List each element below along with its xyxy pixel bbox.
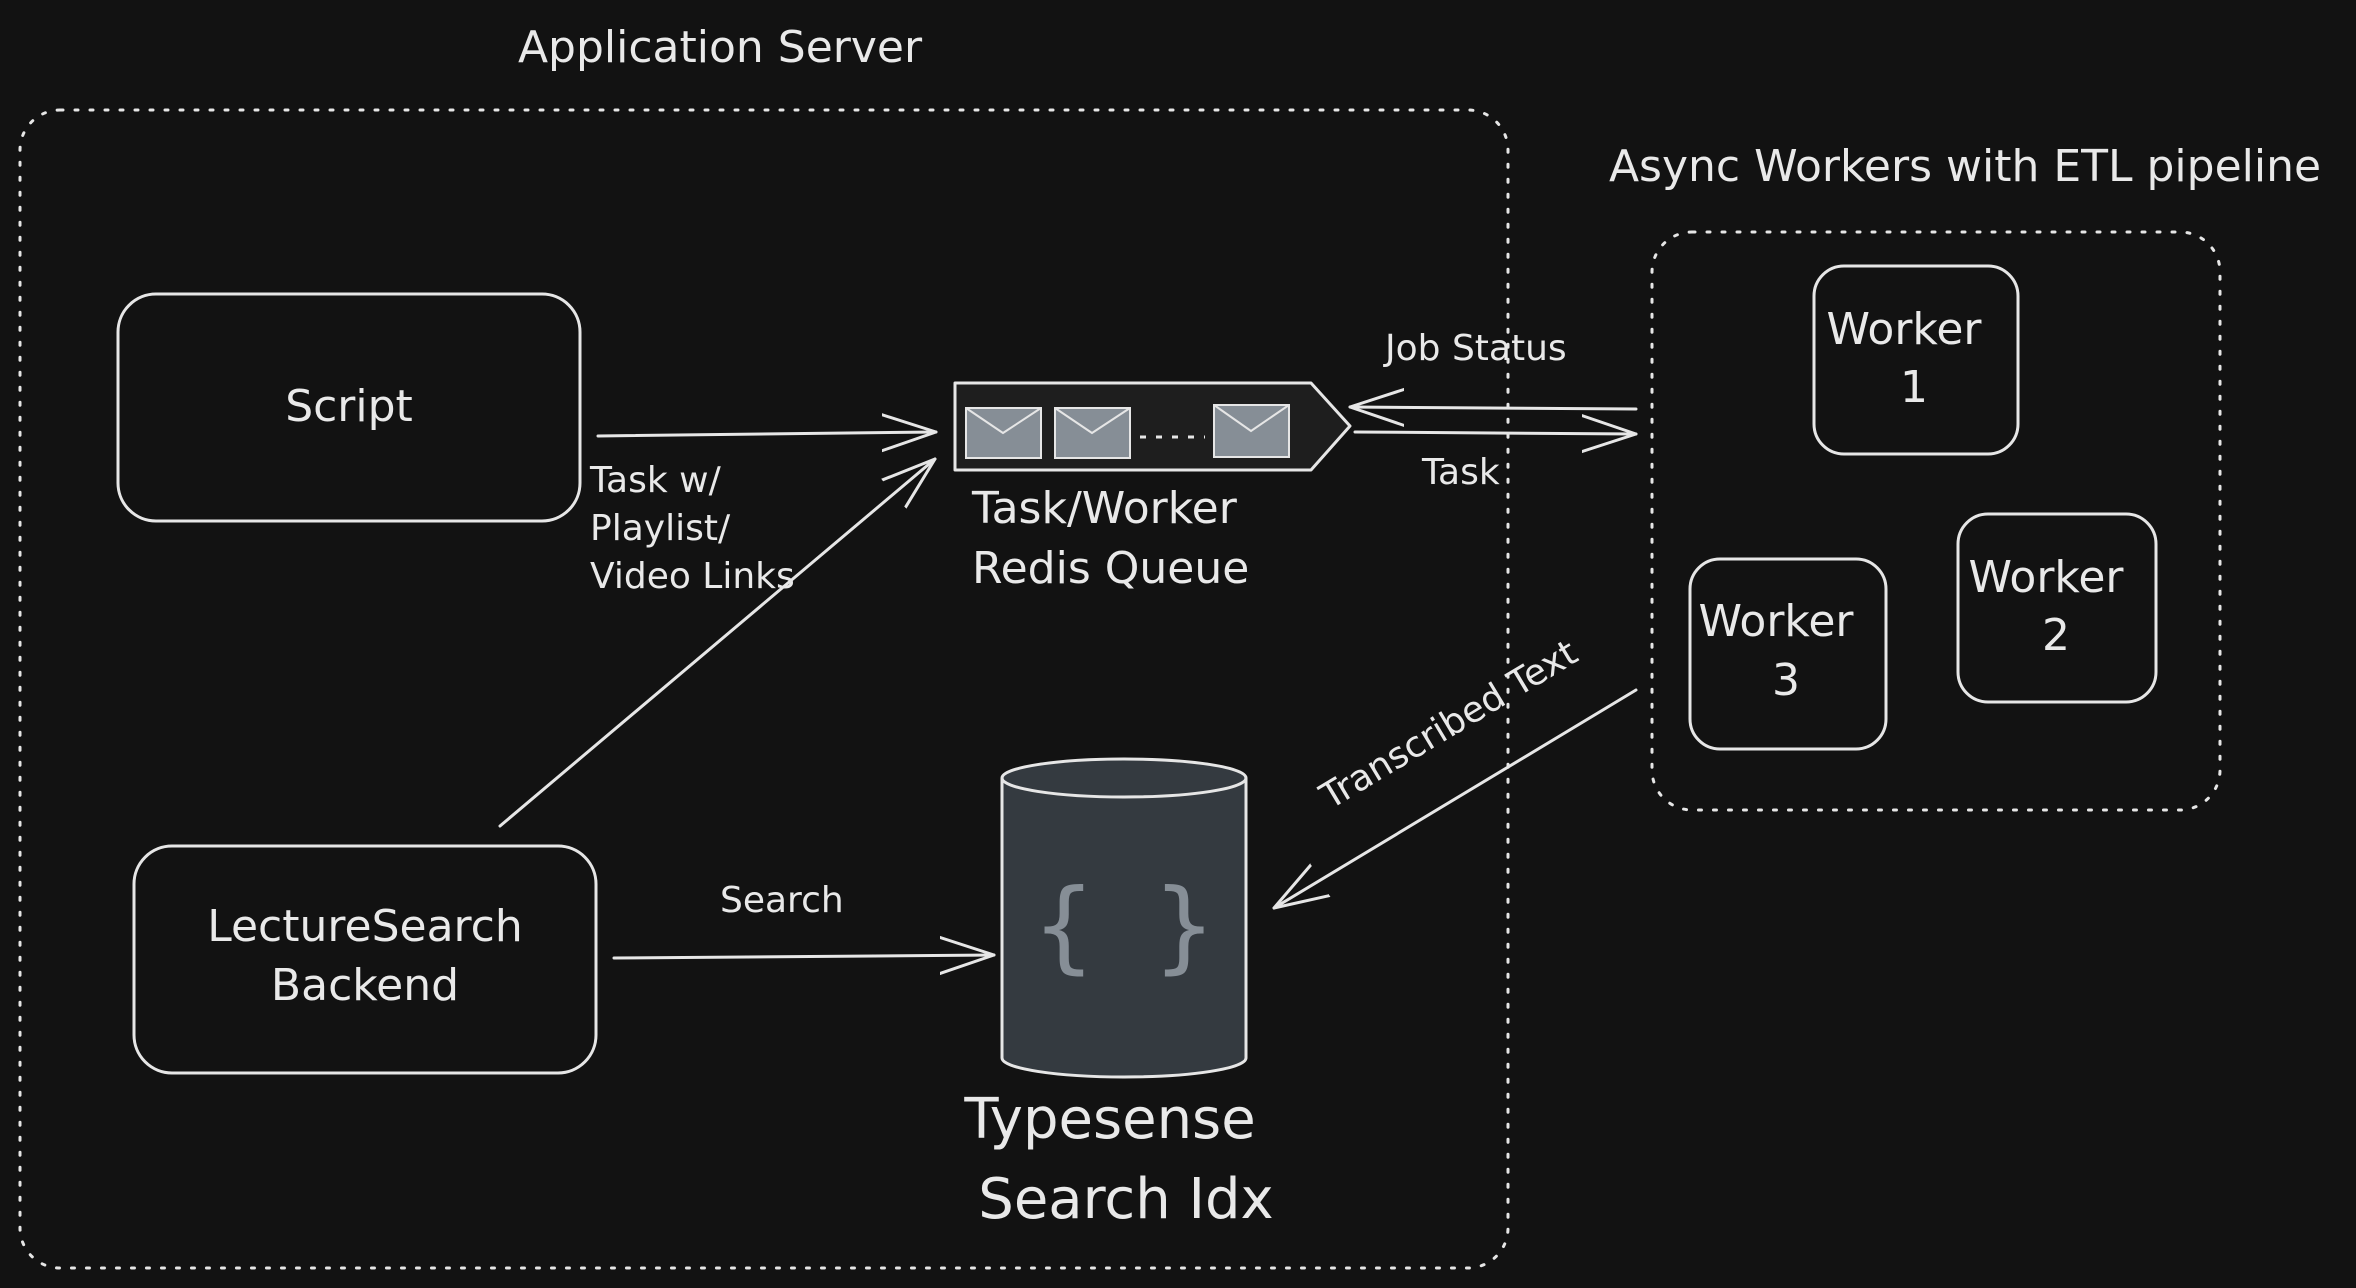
worker-3-label-line1: Worker [1698, 596, 1854, 647]
queue-label-line2: Redis Queue [972, 543, 1249, 594]
typesense-label-line2: Search Idx [978, 1167, 1273, 1232]
envelope-icon [965, 407, 1042, 459]
redis-queue-node[interactable]: Task/Worker Redis Queue [953, 381, 1352, 594]
edge-transcribed-text: Transcribed Text [1272, 632, 1638, 910]
task-label: Task [1421, 452, 1500, 493]
edge-job-status: Job Status [1348, 328, 1638, 409]
task-links-label-line1: Task w/ [589, 460, 722, 501]
worker-3-box [1688, 557, 1888, 751]
script-node[interactable]: Script [116, 292, 582, 523]
envelope-icon [1213, 404, 1290, 458]
worker-1-label-line1: Worker [1826, 304, 1982, 355]
task-links-label-line2: Playlist/ [590, 508, 731, 549]
task-links-label-line3: Video Links [590, 556, 795, 597]
edge-script-to-queue: Task w/ Playlist/ Video Links [589, 432, 938, 597]
envelope-icon [1054, 407, 1131, 459]
worker-2-node[interactable]: Worker 2 [1956, 512, 2158, 704]
transcribed-text-label: Transcribed Text [1313, 632, 1585, 818]
async-workers-group: Async Workers with ETL pipeline [1609, 141, 2321, 812]
backend-node[interactable]: LectureSearch Backend [132, 844, 598, 1075]
backend-label-line1: LectureSearch [207, 901, 523, 952]
worker-3-node[interactable]: Worker 3 [1688, 557, 1888, 751]
application-server-title: Application Server [518, 22, 923, 73]
arrow-task-to-workers [1353, 432, 1638, 434]
worker-3-label-line2: 3 [1772, 655, 1800, 706]
database-body [1000, 778, 1248, 1079]
worker-2-label-line1: Worker [1968, 552, 2124, 603]
edge-backend-to-queue [498, 457, 937, 828]
script-box [116, 292, 582, 523]
arrow-backend-search [612, 955, 996, 958]
worker-2-box [1956, 512, 2158, 704]
edge-task-to-workers: Task [1353, 432, 1638, 493]
worker-1-box [1812, 264, 2020, 456]
worker-2-label-line2: 2 [2042, 610, 2070, 661]
typesense-node[interactable]: { } Typesense Search Idx [963, 757, 1274, 1232]
backend-box [132, 844, 598, 1075]
arrow-transcribed-text [1272, 688, 1638, 910]
curly-braces-icon: { } [1034, 867, 1215, 984]
backend-label-line2: Backend [271, 960, 459, 1011]
job-status-label: Job Status [1383, 328, 1567, 369]
async-workers-boundary [1650, 230, 2222, 812]
queue-label-line1: Task/Worker [971, 483, 1238, 534]
arrow-job-status [1348, 407, 1638, 409]
arrow-script-to-queue [596, 432, 938, 436]
database-top [1000, 757, 1248, 799]
typesense-label-line1: Typesense [963, 1087, 1255, 1152]
worker-1-label-line2: 1 [1900, 362, 1928, 413]
edge-backend-search: Search [612, 880, 996, 958]
application-server-boundary [18, 108, 1510, 1270]
arrow-backend-to-queue [498, 457, 937, 828]
search-label: Search [720, 880, 844, 921]
async-workers-title: Async Workers with ETL pipeline [1609, 141, 2321, 192]
application-server-group: Application Server [18, 22, 1510, 1270]
worker-1-node[interactable]: Worker 1 [1812, 264, 2020, 456]
script-label: Script [285, 381, 413, 432]
